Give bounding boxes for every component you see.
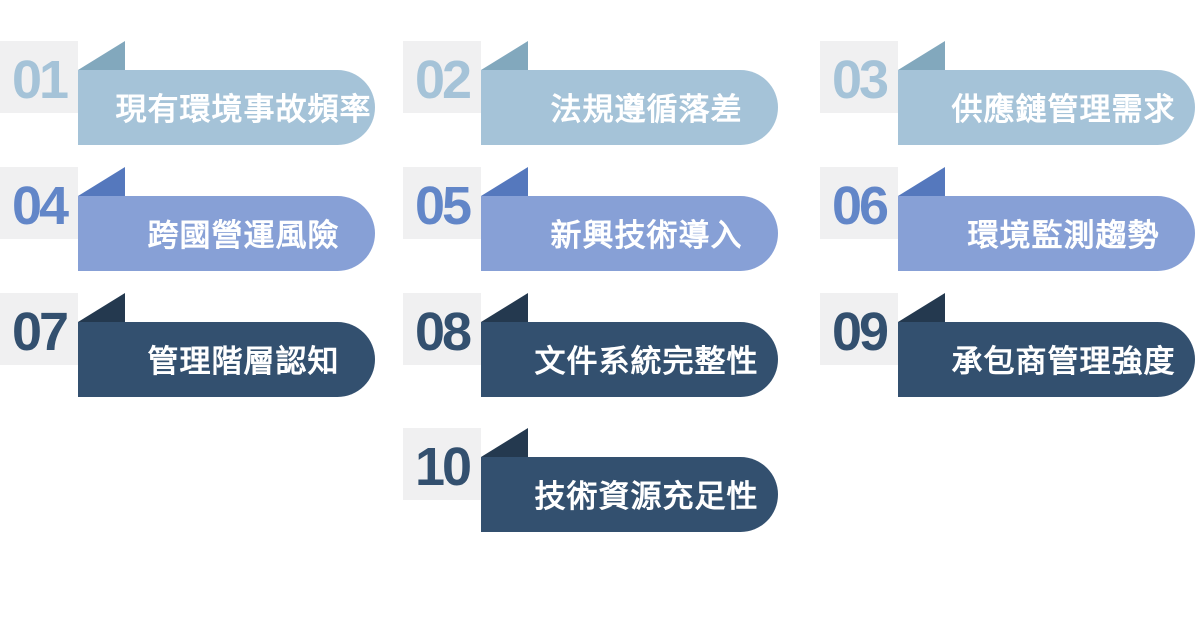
step-number: 02 [414, 50, 472, 110]
step-number: 09 [831, 302, 889, 362]
fold-corner-icon [78, 167, 125, 196]
fold-corner-icon [481, 41, 528, 70]
step-number: 08 [414, 302, 472, 362]
step-label: 新興技術導入 [550, 218, 743, 253]
step-item-02: 02 法規遵循落差 [403, 41, 783, 145]
step-item-03: 03 供應鏈管理需求 [820, 41, 1200, 145]
step-number-box: 04 [0, 167, 78, 239]
fold-corner-icon [481, 167, 528, 196]
step-label: 環境監測趨勢 [967, 218, 1160, 253]
step-label: 承包商管理強度 [951, 344, 1176, 379]
step-pill: 管理階層認知 [78, 322, 375, 397]
fold-corner-icon [898, 167, 945, 196]
step-number: 04 [11, 176, 69, 236]
step-number-box: 06 [820, 167, 898, 239]
step-label: 供應鏈管理需求 [951, 92, 1176, 127]
step-number: 07 [11, 302, 69, 362]
step-number: 01 [11, 50, 69, 110]
step-pill: 供應鏈管理需求 [898, 70, 1195, 145]
step-pill: 承包商管理強度 [898, 322, 1195, 397]
fold-corner-icon [78, 41, 125, 70]
step-pill: 新興技術導入 [481, 196, 778, 271]
step-item-01: 01 現有環境事故頻率 [0, 41, 380, 145]
step-item-08: 08 文件系統完整性 [403, 293, 783, 397]
step-item-07: 07 管理階層認知 [0, 293, 380, 397]
step-number: 05 [414, 176, 472, 236]
step-number-box: 01 [0, 41, 78, 113]
step-number-box: 07 [0, 293, 78, 365]
step-label: 文件系統完整性 [534, 344, 759, 379]
step-pill: 文件系統完整性 [481, 322, 778, 397]
step-number: 06 [831, 176, 889, 236]
step-item-05: 05 新興技術導入 [403, 167, 783, 271]
fold-corner-icon [481, 293, 528, 322]
step-item-10: 10 技術資源充足性 [403, 428, 783, 532]
step-label: 法規遵循落差 [550, 92, 743, 127]
step-label: 技術資源充足性 [534, 479, 759, 514]
step-number-box: 08 [403, 293, 481, 365]
step-number-box: 02 [403, 41, 481, 113]
step-number-box: 03 [820, 41, 898, 113]
step-number: 10 [414, 437, 472, 497]
step-number-box: 10 [403, 428, 481, 500]
fold-corner-icon [898, 41, 945, 70]
step-item-06: 06 環境監測趨勢 [820, 167, 1200, 271]
step-label: 現有環境事故頻率 [115, 92, 372, 127]
fold-corner-icon [78, 293, 125, 322]
fold-corner-icon [481, 428, 528, 457]
step-pill: 跨國營運風險 [78, 196, 375, 271]
step-pill: 現有環境事故頻率 [78, 70, 375, 145]
step-pill: 環境監測趨勢 [898, 196, 1195, 271]
step-pill: 技術資源充足性 [481, 457, 778, 532]
fold-corner-icon [898, 293, 945, 322]
step-number-box: 05 [403, 167, 481, 239]
step-item-04: 04 跨國營運風險 [0, 167, 380, 271]
step-item-09: 09 承包商管理強度 [820, 293, 1200, 397]
step-pill: 法規遵循落差 [481, 70, 778, 145]
step-number: 03 [831, 50, 889, 110]
step-label: 管理階層認知 [147, 344, 340, 379]
step-label: 跨國營運風險 [147, 218, 340, 253]
step-number-box: 09 [820, 293, 898, 365]
